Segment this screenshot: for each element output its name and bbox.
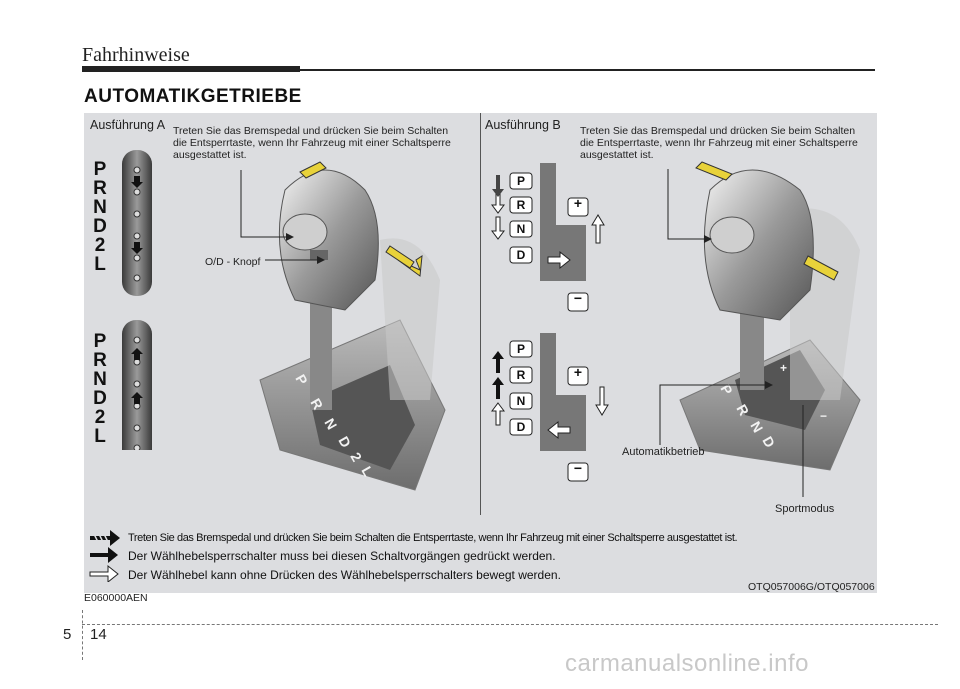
gate-letter: D bbox=[516, 248, 526, 262]
gate-letters-b-lower: P R N D bbox=[510, 342, 532, 446]
gear-pattern-upper: P R N D 2 L bbox=[88, 160, 112, 274]
minus-sign-upper: − bbox=[573, 290, 583, 306]
sport-mode-label: Sportmodus bbox=[775, 503, 835, 515]
callout-leader-b bbox=[667, 169, 712, 243]
legend-text-hatched: Treten Sie das Bremspedal und drücken Si… bbox=[128, 532, 738, 544]
chapter-title: Fahrhinweise bbox=[82, 44, 190, 66]
gate-letter: P bbox=[93, 331, 107, 352]
plus-sign-lower: + bbox=[573, 364, 583, 380]
svg-text:−: − bbox=[820, 409, 827, 423]
gate-letter: P bbox=[516, 342, 525, 356]
chapter-number: 5 bbox=[63, 626, 72, 643]
gate-letter: R bbox=[516, 198, 526, 212]
header-rule-thin bbox=[300, 69, 875, 71]
variant-b-label: Ausführung B bbox=[485, 118, 561, 132]
gate-letter: R bbox=[93, 178, 107, 199]
gate-letter: L bbox=[94, 254, 106, 275]
watermark: carmanualsonline.info bbox=[565, 650, 809, 677]
gate-letter: 2 bbox=[94, 407, 106, 428]
gate-letter: D bbox=[516, 420, 526, 434]
gate-letter: N bbox=[93, 197, 107, 218]
document-code: E060000AEN bbox=[84, 592, 148, 604]
plus-sign-upper: + bbox=[573, 195, 583, 211]
figure-code: OTQ057006G/OTQ057006 bbox=[748, 581, 875, 593]
page-number: 14 bbox=[90, 626, 107, 643]
od-button-label: O/D - Knopf bbox=[205, 256, 261, 268]
gate-letter: R bbox=[93, 350, 107, 371]
variant-b-callout: Treten Sie das Bremspedal und drücken Si… bbox=[580, 125, 858, 161]
legend-text-outline: Der Wählhebel kann ohne Drücken des Wähl… bbox=[128, 568, 561, 582]
variant-a-label: Ausführung A bbox=[90, 118, 166, 132]
section-title: AUTOMATIKGETRIEBE bbox=[84, 86, 302, 107]
gate-letter: N bbox=[516, 222, 526, 236]
od-leader-line bbox=[265, 256, 325, 264]
minus-sign-lower: − bbox=[573, 460, 583, 476]
footer-vertical-rule bbox=[82, 610, 83, 660]
gate-letter: P bbox=[93, 159, 107, 180]
gate-letter: D bbox=[93, 216, 107, 237]
callout-leader-a bbox=[240, 170, 294, 241]
gate-letters-b-upper: P R N D bbox=[510, 174, 532, 272]
panel-divider bbox=[480, 113, 481, 515]
svg-text:+: + bbox=[780, 361, 787, 375]
header-rule-thick bbox=[82, 66, 300, 72]
shift-lever-illustration-a: P R N D 2 L bbox=[259, 161, 446, 491]
gate-letter: L bbox=[94, 426, 106, 447]
shift-lever-illustration-b: P R N D + − bbox=[679, 161, 861, 471]
footer-rule bbox=[82, 624, 938, 625]
gate-letter: N bbox=[93, 369, 107, 390]
gate-letter: P bbox=[516, 174, 525, 188]
variant-a-callout: Treten Sie das Bremspedal und drücken Si… bbox=[173, 125, 451, 161]
automatic-mode-label: Automatikbetrieb bbox=[622, 446, 705, 458]
gate-slot-diagram-a bbox=[122, 150, 152, 450]
gate-letter: 2 bbox=[94, 235, 106, 256]
gate-slot-diagram-b bbox=[491, 163, 609, 482]
gate-letter: N bbox=[516, 394, 526, 408]
gate-letter: R bbox=[516, 368, 526, 382]
legend-text-solid: Der Wählhebelsperrschalter muss bei dies… bbox=[128, 549, 556, 563]
gate-letter: D bbox=[93, 388, 107, 409]
mode-leader-lines bbox=[659, 381, 804, 497]
legend-icons bbox=[89, 530, 120, 582]
gear-pattern-lower: P R N D 2 L bbox=[88, 332, 112, 446]
hatched-arrow-icon bbox=[90, 530, 120, 546]
